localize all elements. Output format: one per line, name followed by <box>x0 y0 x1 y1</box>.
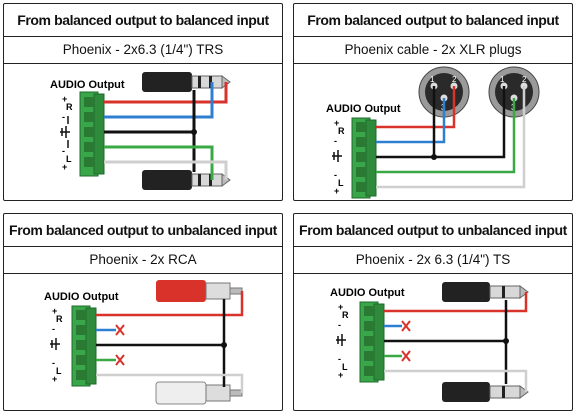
panel-subtitle: Phoenix - 2x 6.3 (1/4") TS <box>294 247 572 274</box>
svg-text:R: R <box>56 314 63 324</box>
panel-title: From balanced output to balanced input <box>294 4 572 37</box>
phoenix-connector <box>79 91 105 177</box>
wires <box>96 291 244 393</box>
phoenix-connector <box>359 301 385 383</box>
svg-text:-: - <box>338 320 341 330</box>
ts-plug-top <box>442 282 529 302</box>
svg-text:L: L <box>338 178 344 188</box>
wiring-diagram: AUDIO Output +R -- L+ 1 2 <box>294 64 572 200</box>
rca-plug-white <box>155 381 243 405</box>
panel-ts: From balanced output to unbalanced input… <box>293 213 573 411</box>
pin-markers: +R -- L+ <box>338 302 349 380</box>
svg-text:L: L <box>342 362 348 372</box>
rca-plug-red <box>156 280 243 302</box>
svg-text:-: - <box>62 112 65 122</box>
pin-markers: +R -- L+ <box>62 94 73 172</box>
audio-output-label: AUDIO Output <box>50 79 125 91</box>
panel-subtitle: Phoenix - 2x6.3 (1/4") TRS <box>4 37 282 64</box>
panel-subtitle: Phoenix cable - 2x XLR plugs <box>294 37 572 64</box>
svg-text:-: - <box>52 358 55 368</box>
trs-plug-bottom <box>142 170 231 190</box>
svg-text:+: + <box>334 186 339 196</box>
panel-subtitle: Phoenix - 2x RCA <box>4 247 282 274</box>
svg-text:R: R <box>338 126 345 136</box>
ground-symbol <box>50 338 60 350</box>
panel-xlr: From balanced output to balanced input P… <box>293 3 573 201</box>
svg-text:L: L <box>56 366 62 376</box>
svg-text:-: - <box>52 324 55 334</box>
svg-text:-: - <box>338 354 341 364</box>
panel-title: From balanced output to unbalanced input <box>4 214 282 247</box>
svg-text:-: - <box>62 146 65 156</box>
svg-text:+: + <box>334 118 339 128</box>
ground-symbol <box>60 126 70 138</box>
svg-text:+: + <box>62 94 67 104</box>
svg-text:1: 1 <box>500 75 505 84</box>
svg-text:L: L <box>66 154 72 164</box>
svg-text:+: + <box>62 162 67 172</box>
cut-mark <box>115 324 125 366</box>
svg-text:-: - <box>334 136 337 146</box>
wires <box>376 86 526 189</box>
audio-output-label: AUDIO Output <box>44 291 119 303</box>
svg-text:R: R <box>66 102 73 112</box>
pin-markers: +R -- L+ <box>334 118 345 196</box>
pin-markers: +R -- L+ <box>52 306 63 384</box>
svg-text:1: 1 <box>430 75 435 84</box>
panel-title: From balanced output to balanced input <box>4 4 282 37</box>
svg-text:+: + <box>338 302 343 312</box>
phoenix-connector <box>351 117 377 199</box>
svg-text:-: - <box>334 170 337 180</box>
svg-text:2: 2 <box>452 75 457 84</box>
svg-text:+: + <box>52 374 57 384</box>
wiring-diagram: AUDIO Output +R -- L+ <box>294 274 572 410</box>
audio-output-label: AUDIO Output <box>330 287 405 299</box>
svg-text:2: 2 <box>522 75 527 84</box>
audio-output-label: AUDIO Output <box>326 103 401 115</box>
ts-plug-bottom <box>442 382 529 402</box>
trs-plug-top <box>142 72 231 92</box>
wiring-diagram: AUDIO Output +R -- L+ <box>4 274 282 410</box>
wires <box>104 82 228 180</box>
cut-mark <box>401 320 411 362</box>
ground-symbol <box>336 334 346 346</box>
panel-rca: From balanced output to unbalanced input… <box>3 213 283 411</box>
svg-text:R: R <box>342 310 349 320</box>
phoenix-connector <box>71 305 97 387</box>
wiring-diagram: AUDIO Output +R -- L+ <box>4 64 282 200</box>
panel-trs: From balanced output to balanced input P… <box>3 3 283 201</box>
svg-text:+: + <box>52 306 57 316</box>
panel-title: From balanced output to unbalanced input <box>294 214 572 247</box>
ground-symbol <box>332 150 342 162</box>
svg-text:+: + <box>338 370 343 380</box>
